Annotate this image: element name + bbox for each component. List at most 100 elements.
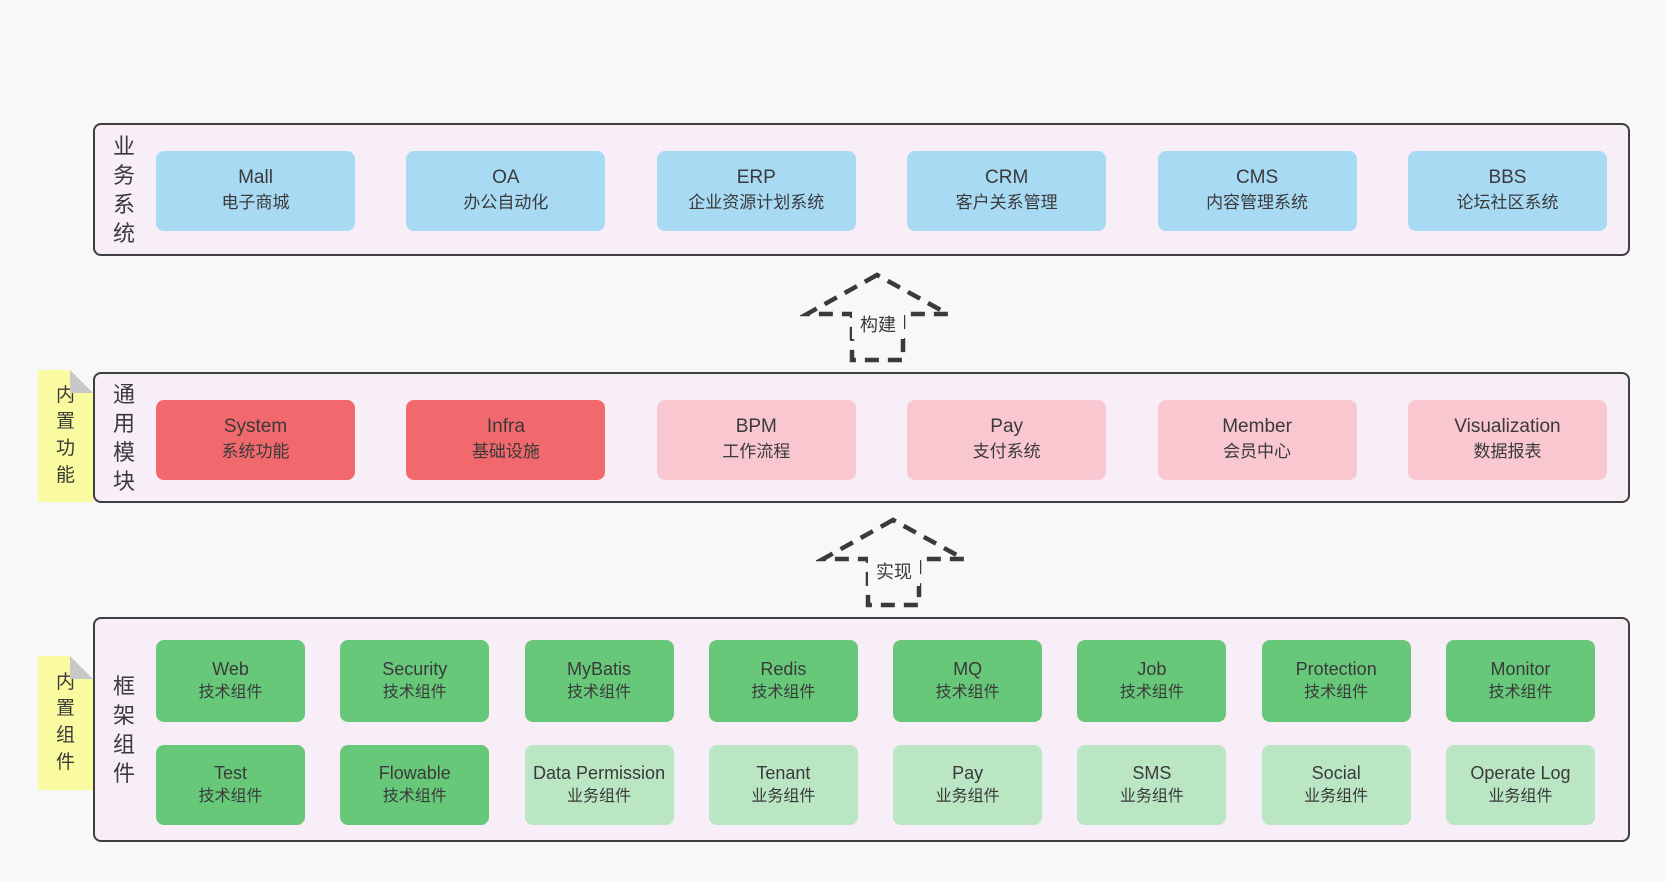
module-box-cms: CMS 内容管理系统 [1157,151,1357,231]
arrow-build-label: 构建 [852,309,904,339]
module-desc: 企业资源计划系统 [688,193,825,213]
module-name: Web [212,658,249,679]
module-desc: 技术组件 [382,788,447,806]
module-name: Flowable [378,762,451,783]
module-box-social: Social 业务组件 [1261,745,1411,825]
module-desc: 业务组件 [1119,788,1184,806]
module-desc: 办公自动化 [463,193,549,213]
module-desc: 系统功能 [221,442,290,462]
module-desc: 业务组件 [751,788,816,806]
module-box-system: System 系统功能 [156,400,355,480]
module-desc: 业务组件 [1304,788,1369,806]
module-box-tenant: Tenant 业务组件 [708,745,858,825]
module-name: Visualization [1454,416,1561,438]
module-name: Tenant [756,762,811,783]
module-desc: 基础设施 [471,442,540,462]
module-box-mybatis: MyBatis 技术组件 [524,640,674,722]
module-box-visualization: Visualization 数据报表 [1407,400,1607,480]
module-box-web: Web 技术组件 [156,640,305,722]
layer-common-modules: 通用模块 System 系统功能 Infra 基础设施 BPM 工作流程 Pay 支付系统 Me… [93,372,1630,503]
module-name: Data Permission [533,762,666,783]
module-desc: 业务组件 [567,788,632,806]
module-box-protection: Protection 技术组件 [1261,640,1411,722]
module-desc: 技术组件 [382,684,447,702]
module-desc: 技术组件 [1488,684,1553,702]
module-name: Mall [238,167,273,189]
module-box-test: Test 技术组件 [156,745,305,825]
module-desc: 支付系统 [972,442,1041,462]
sticky-note-text: 内置组件 [55,671,75,773]
layer-label-common-modules: 通用模块 [112,381,135,494]
module-name: Job [1137,658,1167,679]
common-modules-boxes: System 系统功能 Infra 基础设施 BPM 工作流程 Pay 支付系统 Member 会… [156,400,1607,480]
module-box-sms: SMS 业务组件 [1077,745,1227,825]
arrow-up-implement-icon [816,517,966,608]
module-box-monitor: Monitor 技术组件 [1445,640,1595,722]
module-name: Member [1222,416,1292,438]
module-desc: 电子商城 [221,193,290,213]
module-box-oa: OA 办公自动化 [406,151,606,231]
module-name: Redis [760,658,807,679]
module-box-pay: Pay 支付系统 [907,400,1107,480]
sticky-note-text: 内置功能 [55,384,75,486]
arrow-implement-label: 实现 [868,556,920,586]
module-box-mall: Mall 电子商城 [156,151,355,231]
module-name: Protection [1295,658,1377,679]
module-name: BPM [735,416,777,438]
module-name: OA [492,167,520,189]
module-box-security: Security 技术组件 [340,640,490,722]
layer-label-business-systems: 业务系统 [112,133,135,246]
arrow-up-build-icon [800,272,950,363]
layer-label-framework-components: 框架组件 [112,673,135,786]
module-name: Test [213,762,247,783]
module-desc: 技术组件 [567,684,632,702]
module-box-data-permission: Data Permission 业务组件 [524,745,674,825]
module-name: Infra [486,416,525,438]
module-box-bpm: BPM 工作流程 [656,400,856,480]
module-desc: 技术组件 [198,788,263,806]
module-desc: 业务组件 [935,788,1000,806]
module-desc: 内容管理系统 [1206,193,1309,213]
module-desc: 数据报表 [1473,442,1542,462]
module-name: SMS [1132,762,1172,783]
module-name: Monitor [1490,658,1551,679]
module-desc: 业务组件 [1488,788,1553,806]
sticky-note-builtin-features: 内置功能 [38,370,93,502]
module-box-job: Job 技术组件 [1077,640,1227,722]
module-desc: 论坛社区系统 [1456,193,1559,213]
module-box-member: Member 会员中心 [1157,400,1357,480]
module-name: System [223,416,288,438]
module-desc: 技术组件 [1119,684,1184,702]
module-name: Operate Log [1470,762,1571,783]
module-box-erp: ERP 企业资源计划系统 [656,151,856,231]
module-desc: 技术组件 [198,684,263,702]
module-name: Security [382,658,448,679]
module-desc: 工作流程 [722,442,791,462]
module-desc: 技术组件 [1304,684,1369,702]
module-box-operate-log: Operate Log 业务组件 [1445,745,1595,825]
module-name: Social [1311,762,1361,783]
module-box-bbs: BBS 论坛社区系统 [1407,151,1607,231]
module-box-flowable: Flowable 技术组件 [340,745,490,825]
module-name: MyBatis [567,658,632,679]
module-name: ERP [736,167,776,189]
module-desc: 技术组件 [935,684,1000,702]
sticky-note-builtin-components: 内置组件 [38,656,93,790]
module-desc: 客户关系管理 [955,193,1058,213]
module-box-infra: Infra 基础设施 [406,400,606,480]
module-name: BBS [1488,167,1527,189]
module-name: Pay [990,416,1024,438]
module-box-redis: Redis 技术组件 [708,640,858,722]
module-desc: 技术组件 [751,684,816,702]
module-desc: 会员中心 [1223,442,1292,462]
module-name: CMS [1235,167,1279,189]
